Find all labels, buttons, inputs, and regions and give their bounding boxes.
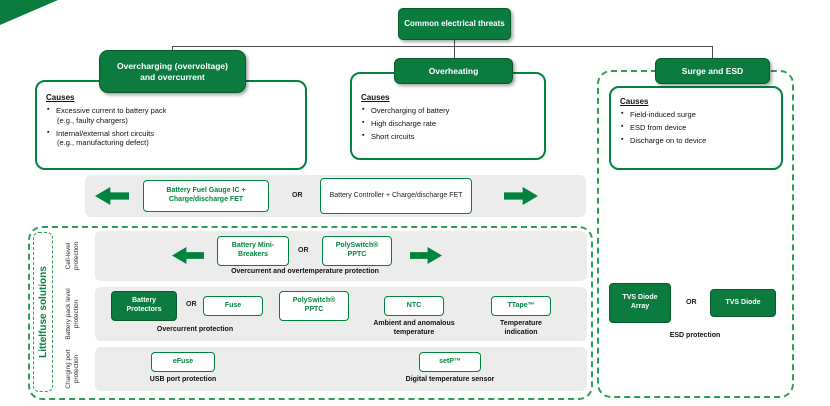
causes-box-surge-esd: Causes Field-induced surge ESD from devi… — [609, 86, 783, 170]
causes-title: Causes — [361, 93, 390, 102]
cause-item: Field-induced surge — [620, 109, 773, 120]
threat-header-surge-esd: Surge and ESD — [655, 58, 770, 84]
or-label: OR — [292, 192, 303, 199]
solution-box-ttape: TTape™ — [491, 296, 551, 316]
solution-box-label: Battery Fuel Gauge IC + Charge/discharge… — [166, 187, 246, 203]
solution-box-label: TVS Diode — [725, 298, 761, 306]
row-label-cell-level: Cell-level protection — [58, 231, 88, 281]
row-label-text: Battery pack level protection — [65, 288, 80, 340]
solution-box-label: Battery Controller + Charge/discharge FE… — [329, 191, 463, 199]
solution-box-battery-mini-breakers: Battery Mini-Breakers — [217, 236, 289, 266]
solution-box-fuse: Fuse — [203, 296, 263, 316]
caption-esd-protection: ESD protection — [669, 332, 721, 339]
cause-text: High discharge rate — [371, 118, 437, 128]
connector-line — [712, 46, 713, 59]
causes-title: Causes — [46, 93, 75, 102]
caption-usb-port-protection: USB port protection — [149, 376, 217, 383]
row-label-text: Cell-level protection — [65, 241, 80, 271]
or-label: OR — [686, 299, 697, 306]
cause-item: Discharge on to device — [620, 135, 773, 146]
root-threat-box: Common electrical threats — [398, 8, 511, 40]
solution-box-setp: setP™ — [419, 352, 481, 372]
cause-text: Short circuits — [371, 131, 415, 141]
solution-box-battery-controller: Battery Controller + Charge/discharge FE… — [320, 178, 472, 214]
connector-line — [454, 40, 455, 46]
cause-text: Overcharging of battery — [371, 106, 450, 115]
caption-cell-level: Overcurrent and overtemperature protecti… — [231, 268, 379, 275]
cause-text: Field-induced surge — [630, 110, 696, 119]
threat-header-label: Overheating — [428, 65, 479, 76]
connector-line — [172, 46, 713, 47]
solution-box-ntc: NTC — [384, 296, 444, 316]
solution-box-efuse: eFuse — [151, 352, 215, 372]
cause-item: Overcharging of battery — [361, 105, 536, 116]
solution-box-battery-protectors: Battery Protectors — [111, 291, 177, 321]
solution-box-label: Battery Protectors — [126, 297, 162, 313]
solution-box-polyswitch-pptc-pack: PolySwitch® PPTC — [279, 291, 349, 321]
cause-text: ESD from device — [630, 122, 687, 132]
corner-decoration — [0, 0, 58, 25]
solution-box-label: Fuse — [224, 301, 242, 309]
solution-box-label: Battery Mini-Breakers — [231, 242, 275, 258]
solution-box-label: TVS Diode Array — [622, 294, 658, 310]
caption-ambient-temperature: Ambient and anomalous temperature — [373, 320, 455, 336]
solution-box-label: NTC — [406, 301, 422, 309]
row-label-text: Charging port protection — [65, 349, 80, 389]
solution-box-label: PolySwitch® PPTC — [335, 242, 379, 258]
caption-overcurrent-protection: Overcurrent protection — [156, 326, 234, 333]
solution-box-battery-fuel-gauge: Battery Fuel Gauge IC + Charge/discharge… — [143, 180, 269, 212]
solution-box-label: PolySwitch® PPTC — [292, 297, 336, 313]
littelfuse-solutions-container — [28, 226, 593, 400]
causes-box-overheating: Causes Overcharging of battery High disc… — [350, 72, 546, 160]
cause-subtext: (e.g., faulty chargers) — [57, 115, 128, 125]
solution-box-polyswitch-pptc-cell: PolySwitch® PPTC — [322, 236, 392, 266]
cause-item: High discharge rate — [361, 118, 536, 129]
caption-digital-temperature-sensor: Digital temperature sensor — [405, 376, 495, 383]
causes-box-overcharging: Causes Excessive current to battery pack… — [35, 80, 307, 170]
cause-text: Discharge on to device — [630, 135, 707, 145]
solution-box-label: eFuse — [172, 357, 194, 365]
row-label-charging-port: Charging port protection — [56, 347, 90, 391]
cause-subtext: (e.g., manufacturing defect) — [57, 138, 149, 148]
caption-temperature-indication: Temperature indication — [500, 320, 542, 336]
solution-box-tvs-diode-array: TVS Diode Array — [609, 283, 671, 323]
row-label-pack-level: Battery pack level protection — [56, 287, 90, 341]
connector-line — [172, 46, 173, 52]
threat-header-overheating: Overheating — [394, 58, 513, 84]
cause-item: ESD from device — [620, 122, 773, 133]
cause-item: Excessive current to battery pack (e.g.,… — [46, 105, 297, 126]
cause-text: Internal/external short circuits — [56, 128, 154, 138]
threat-header-label: Overcharging (overvoltage) and overcurre… — [116, 60, 228, 82]
threat-header-label: Surge and ESD — [681, 65, 744, 76]
littelfuse-label: Littelfuse solutions — [33, 232, 53, 392]
cause-item: Internal/external short circuits (e.g., … — [46, 128, 297, 149]
solution-box-tvs-diode: TVS Diode — [710, 289, 776, 317]
or-label: OR — [186, 301, 197, 308]
or-label: OR — [298, 247, 309, 254]
solution-box-label: setP™ — [439, 357, 461, 365]
cause-text: Excessive current to battery pack — [56, 106, 167, 115]
connector-line — [454, 46, 455, 59]
littelfuse-label-text: Littelfuse solutions — [37, 266, 49, 358]
littelfuse-label-box — [33, 232, 53, 392]
root-threat-title: Common electrical threats — [404, 19, 505, 28]
solution-box-label: TTape™ — [507, 301, 535, 309]
causes-title: Causes — [620, 97, 649, 106]
cause-item: Short circuits — [361, 131, 536, 142]
threat-header-overcharging: Overcharging (overvoltage) and overcurre… — [99, 50, 246, 93]
